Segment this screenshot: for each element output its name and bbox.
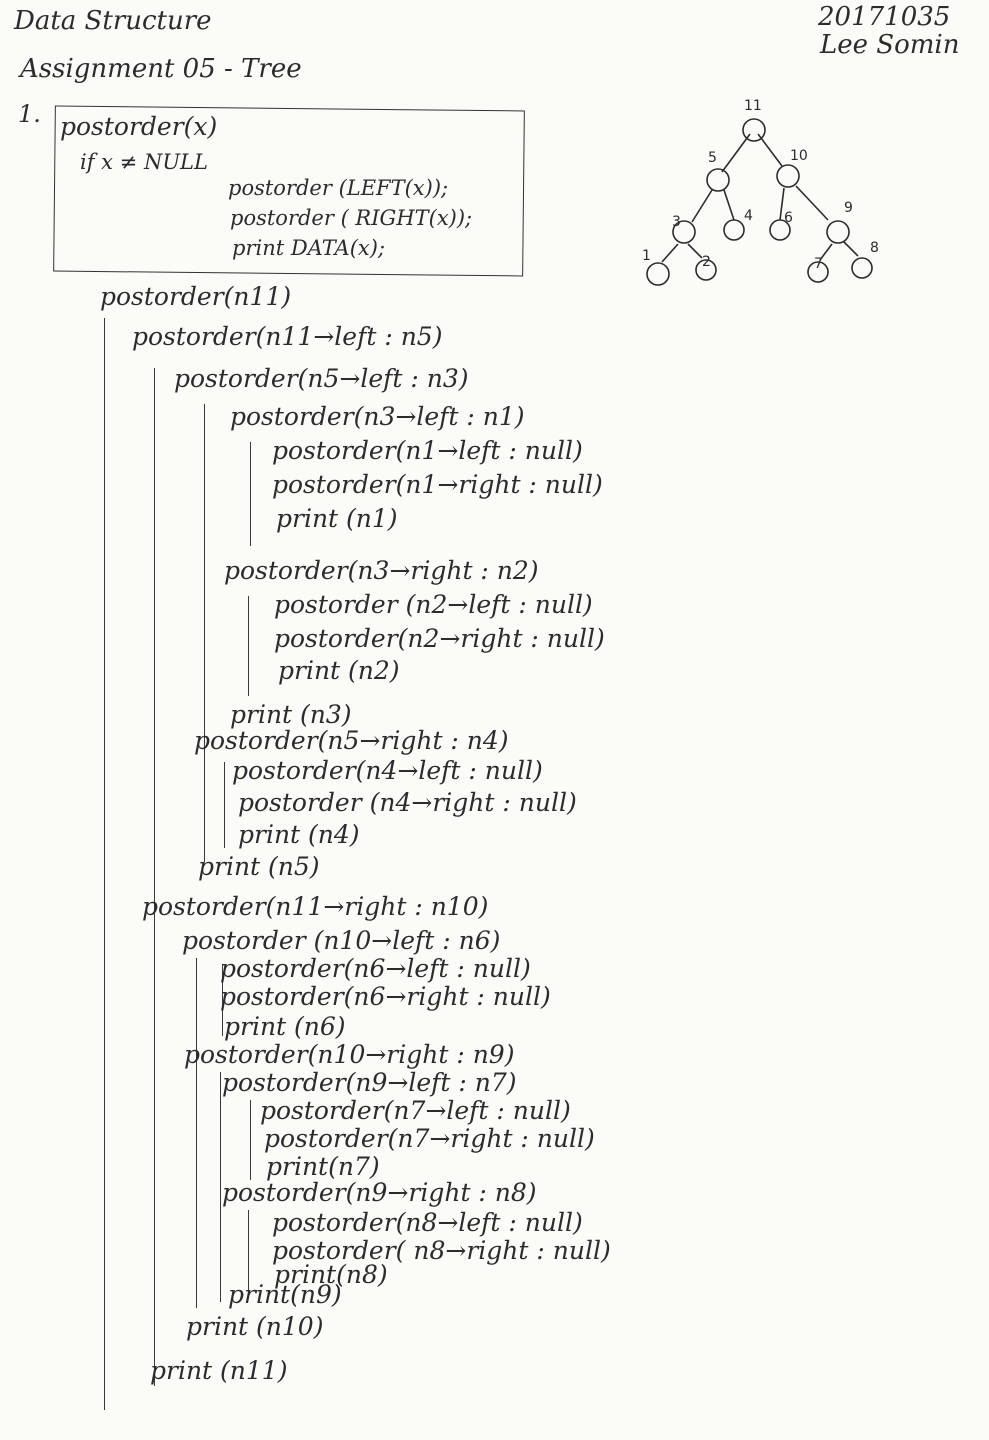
indent-guide <box>154 368 155 1386</box>
tree-node <box>646 262 670 286</box>
indent-guide <box>196 958 197 1308</box>
binary-tree-diagram: 11 5 10 3 4 6 9 1 2 7 8 <box>642 98 879 286</box>
trace-line: postorder(n2→right : null) <box>274 624 605 653</box>
trace-line: postorder(n11→right : n10) <box>142 892 489 921</box>
trace-line: postorder(n9→left : n7) <box>222 1068 517 1097</box>
trace-line: postorder( n8→right : null) <box>272 1236 611 1265</box>
trace-line: postorder(n6→left : null) <box>220 954 531 983</box>
tree-node <box>776 164 800 188</box>
trace-line: postorder(n10→right : n9) <box>184 1040 515 1069</box>
tree-label: 7 <box>814 256 823 272</box>
algorithm-condition: if x ≠ NULL <box>80 150 208 174</box>
indent-guide <box>224 762 225 848</box>
trace-line: print (n5) <box>198 852 320 881</box>
problem-number: 1. <box>18 100 41 128</box>
tree-node <box>672 220 696 244</box>
tree-node <box>769 219 791 241</box>
trace-line: print (n4) <box>238 820 360 849</box>
indent-guide <box>104 318 105 1410</box>
trace-line: print (n6) <box>224 1012 346 1041</box>
trace-line: postorder(n11→left : n5) <box>132 322 443 351</box>
tree-label: 3 <box>672 214 681 230</box>
course-title: Data Structure <box>14 6 212 36</box>
tree-node <box>851 257 873 279</box>
trace-line: print (n3) <box>230 700 352 729</box>
trace-line: postorder(n9→right : n8) <box>222 1178 537 1207</box>
trace-line: postorder (n10→left : n6) <box>182 926 501 955</box>
tree-node <box>695 259 717 281</box>
trace-line: postorder(n1→right : null) <box>272 470 603 499</box>
tree-label: 8 <box>870 240 879 256</box>
trace-line: print(n7) <box>266 1152 380 1181</box>
indent-guide <box>222 964 223 1036</box>
indent-guide <box>248 596 249 696</box>
trace-line: postorder(n3→right : n2) <box>224 556 539 585</box>
tree-node <box>807 261 829 283</box>
trace-line: postorder(n3→left : n1) <box>230 402 525 431</box>
trace-line: postorder(n4→left : null) <box>232 756 543 785</box>
tree-node <box>706 168 730 192</box>
trace-line: postorder (n4→right : null) <box>238 788 577 817</box>
tree-label: 2 <box>702 254 711 270</box>
trace-line: postorder(n5→left : n3) <box>174 364 469 393</box>
trace-line: postorder (n2→left : null) <box>274 590 593 619</box>
student-name: Lee Somin <box>820 30 960 60</box>
tree-label: 1 <box>642 248 651 264</box>
trace-line: postorder(n1→left : null) <box>272 436 583 465</box>
tree-label: 5 <box>708 150 717 166</box>
tree-label: 4 <box>744 208 753 224</box>
student-id: 20171035 <box>818 2 951 32</box>
trace-line: postorder(n11) <box>100 282 292 311</box>
algorithm-line-left: postorder (LEFT(x)); <box>228 176 449 200</box>
tree-label: 9 <box>844 200 853 216</box>
algorithm-line-print: print DATA(x); <box>232 236 386 260</box>
tree-label: 10 <box>790 148 808 164</box>
trace-line: postorder(n6→right : null) <box>220 982 551 1011</box>
indent-guide <box>220 1072 221 1302</box>
trace-line: postorder(n8→left : null) <box>272 1208 583 1237</box>
tree-node <box>826 220 850 244</box>
trace-line: print(n8) <box>274 1260 388 1289</box>
tree-label: 6 <box>784 210 793 226</box>
algorithm-line-right: postorder ( RIGHT(x)); <box>230 206 473 230</box>
tree-label: 11 <box>744 98 762 114</box>
trace-line: postorder(n5→right : n4) <box>194 726 509 755</box>
assignment-title: Assignment 05 - Tree <box>20 54 302 84</box>
trace-line: postorder(n7→right : null) <box>264 1124 595 1153</box>
tree-node <box>742 118 766 142</box>
algorithm-signature: postorder(x) <box>60 112 218 141</box>
trace-line: print (n11) <box>150 1356 288 1385</box>
trace-line: print(n9) <box>228 1280 342 1309</box>
indent-guide <box>250 1100 251 1180</box>
indent-guide <box>248 1210 249 1292</box>
trace-line: print (n1) <box>276 504 398 533</box>
trace-line: postorder(n7→left : null) <box>260 1096 571 1125</box>
trace-line: print (n10) <box>186 1312 324 1341</box>
indent-guide <box>250 442 251 546</box>
tree-node <box>723 219 745 241</box>
indent-guide <box>204 404 205 862</box>
trace-line: print (n2) <box>278 656 400 685</box>
